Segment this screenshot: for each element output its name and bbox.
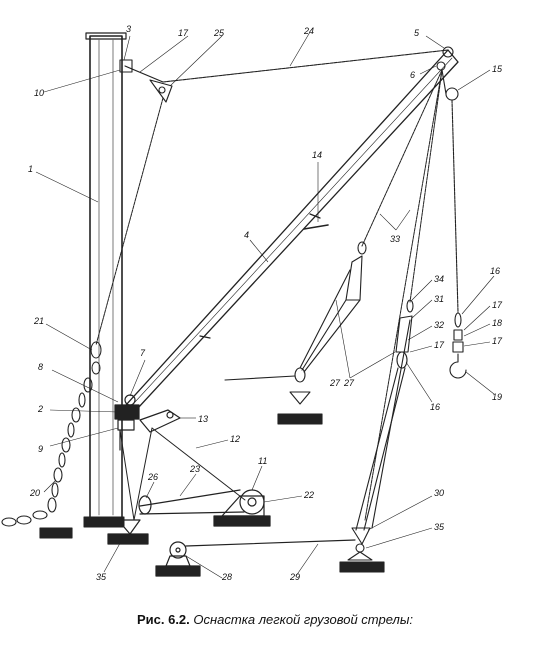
heel-guys	[119, 427, 246, 521]
callout-label: 23	[189, 464, 200, 474]
callout-label: 15	[492, 64, 503, 74]
callout-label: 31	[434, 294, 444, 304]
callout-label: 27	[329, 378, 341, 388]
winch	[107, 489, 271, 545]
callout-label: 22	[303, 490, 314, 500]
callout-label: 11	[258, 456, 267, 466]
callout-label: 2	[37, 404, 43, 414]
callout-label: 18	[492, 318, 502, 328]
cargo-falls	[361, 69, 443, 521]
callout-label: 7	[140, 348, 146, 358]
callout-label: 10	[34, 88, 44, 98]
callout-label: 9	[38, 444, 43, 454]
callout-label: 3	[126, 24, 131, 34]
callout-label: 17	[492, 300, 503, 310]
figure-caption-label: Рис. 6.2.	[136, 612, 190, 627]
cargo-hook	[441, 69, 467, 379]
callout-label: 1	[28, 164, 33, 174]
callouts: 1 2 3 4 5 6 7 8 9 10 11 12 13 14 15 16 1…	[28, 24, 503, 582]
callout-label: 24	[303, 26, 314, 36]
callout-label: 32	[434, 320, 444, 330]
boom	[125, 49, 459, 409]
callout-label: 30	[434, 488, 444, 498]
figure-caption: Рис. 6.2. Оснастка легкой грузовой стрел…	[0, 612, 550, 627]
guy-tackle	[224, 241, 367, 425]
callout-label: 16	[490, 266, 500, 276]
callout-label: 29	[289, 572, 300, 582]
callout-label: 19	[492, 392, 502, 402]
long-tackle	[339, 299, 414, 573]
callout-label: 13	[198, 414, 208, 424]
callout-label: 25	[213, 28, 225, 38]
anchor-chain	[1, 377, 93, 539]
callout-label: 17	[178, 28, 189, 38]
callout-label: 35	[96, 572, 107, 582]
callout-label: 35	[434, 522, 445, 532]
callout-label: 12	[230, 434, 240, 444]
callout-label: 20	[29, 488, 40, 498]
callout-label: 27	[343, 378, 355, 388]
callout-label: 8	[38, 362, 43, 372]
callout-label: 26	[147, 472, 158, 482]
callout-label: 28	[221, 572, 232, 582]
rigging-diagram: 1 2 3 4 5 6 7 8 9 10 11 12 13 14 15 16 1…	[1, 24, 503, 582]
callout-label: 14	[312, 150, 322, 160]
callout-label: 17	[492, 336, 503, 346]
callout-label: 33	[390, 234, 400, 244]
callout-label: 17	[434, 340, 445, 350]
callout-label: 16	[430, 402, 440, 412]
callout-label: 4	[244, 230, 249, 240]
callout-label: 21	[33, 316, 44, 326]
callout-label: 5	[414, 28, 420, 38]
lead-block	[155, 539, 356, 577]
topping-lift	[119, 46, 454, 103]
callout-label: 34	[434, 274, 444, 284]
mast-stay	[90, 97, 164, 375]
figure-caption-text: Оснастка легкой грузовой стрелы:	[193, 612, 414, 627]
callout-label: 6	[410, 70, 415, 80]
mast	[83, 32, 127, 528]
